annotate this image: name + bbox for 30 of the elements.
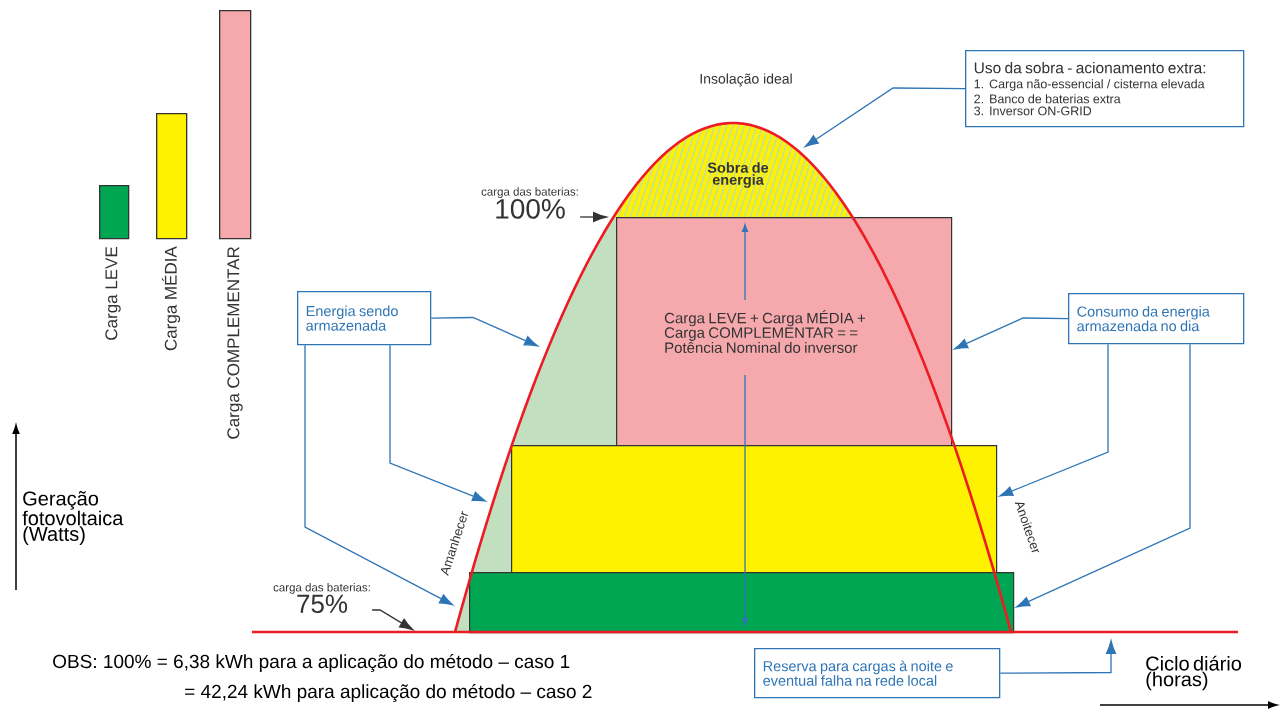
load-block: Carga LEVE + Carga MÉDIA + Carga COMPLEMENTAR = = Potência Nominal do inversor xyxy=(616,217,953,447)
arrow xyxy=(389,344,486,502)
arrow xyxy=(304,344,454,606)
arrow xyxy=(954,317,1069,350)
load-block xyxy=(511,445,998,574)
arrow xyxy=(999,343,1109,497)
load-block xyxy=(469,572,1015,634)
bar-label: Carga LEVE xyxy=(105,246,121,340)
note-text: = 42,24 kWh para aplicação do método – caso 2 xyxy=(185,684,592,702)
arrow xyxy=(999,640,1117,674)
axis-label: Ciclo diário (horas) xyxy=(1146,655,1242,691)
arrow xyxy=(579,211,607,223)
callout-box: Reserva para cargas à noite e eventual falha na rede local xyxy=(754,648,1001,699)
load-bar xyxy=(156,113,188,240)
arrow xyxy=(430,316,538,347)
load-bar xyxy=(219,10,252,240)
axis-label: Geração fotovoltaica (Watts) xyxy=(22,491,124,545)
bar-label: Carga MÉDIA xyxy=(161,246,181,351)
note-text: OBS: 100% = 6,38 kWh para a aplicação do método – caso 1 xyxy=(53,654,570,672)
callout-box: Energia sendo armazenada xyxy=(297,291,432,346)
battery-charge-label: carga das baterias: 100% xyxy=(481,187,578,219)
callout-box: Uso da sobra - acionamento extra: 1. Carga não-essencial / cisterna elevada 2. Banco de baterias extra 3. Inversor ON-GRID xyxy=(965,50,1245,128)
arrow xyxy=(371,609,414,631)
bar-label: Carga COMPLEMENTAR xyxy=(227,247,243,439)
load-bar xyxy=(99,185,130,240)
curve-label: Insolação ideal xyxy=(700,73,792,87)
callout-box: Consumo da energia armazenada no dia xyxy=(1068,293,1245,345)
arrow xyxy=(804,87,966,148)
battery-charge-label: carga das baterias: 75% xyxy=(273,583,370,613)
arrow xyxy=(1016,343,1191,608)
